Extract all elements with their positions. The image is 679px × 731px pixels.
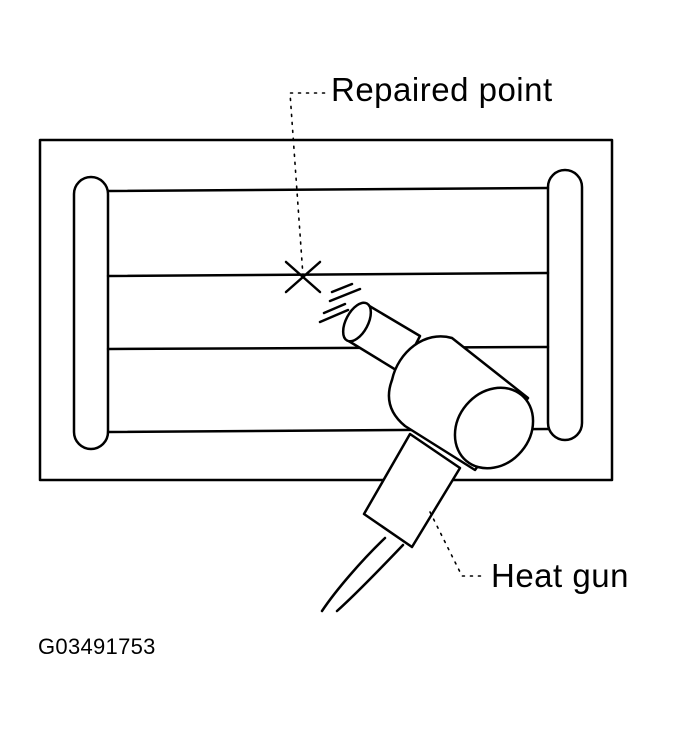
heat-gun-icon <box>341 301 535 549</box>
repaired-point-label: Repaired point <box>331 71 553 108</box>
left-bus-bar <box>72 175 110 451</box>
right-bus-bar <box>546 168 584 442</box>
heat-gun-leader <box>429 511 487 577</box>
heat-stream <box>318 282 362 324</box>
heater-grid-line <box>106 271 550 278</box>
glass-panel <box>38 138 614 482</box>
figure-id: G03491753 <box>38 634 156 659</box>
repaired-point-marker <box>284 260 322 294</box>
heat-gun-label: Heat gun <box>491 557 629 594</box>
repaired-point-leader <box>289 92 327 277</box>
heater-grid-line <box>106 186 550 193</box>
heater-grid-line <box>106 345 550 351</box>
power-cord <box>320 536 405 613</box>
